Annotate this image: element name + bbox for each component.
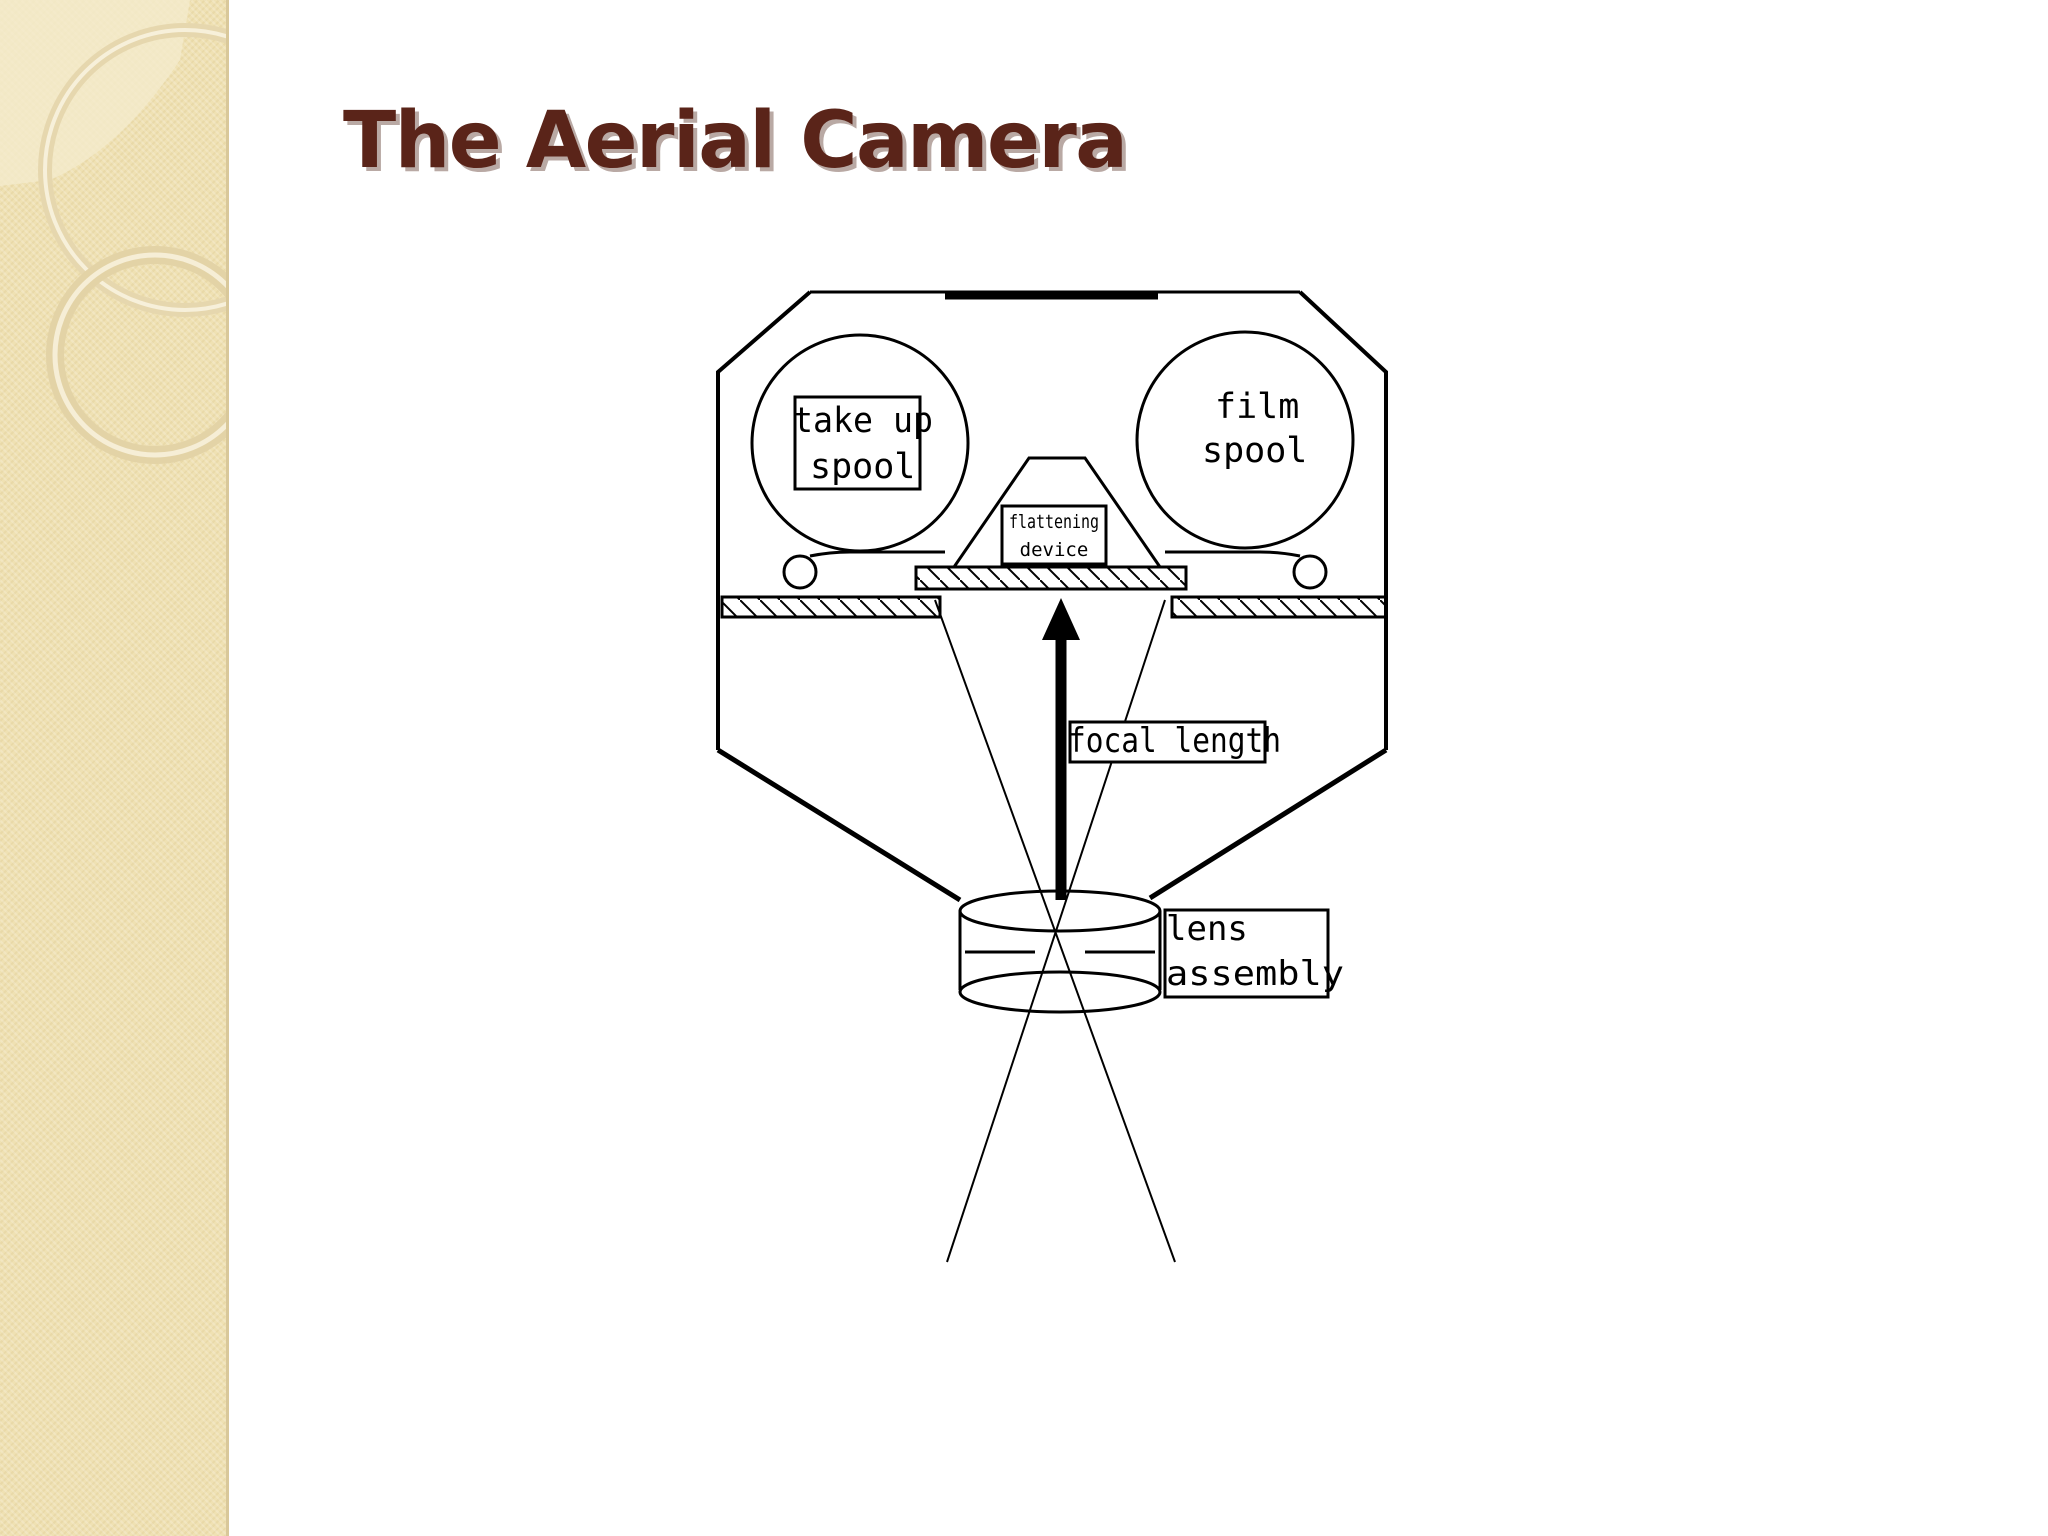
flattening-device-label-line1: flattening [1009,511,1099,533]
decorative-sidebar [0,0,229,1536]
flattening-device-label-line2: device [1020,539,1089,561]
camera-body [716,290,1388,903]
film-spool [1135,330,1355,590]
take-up-spool-label-line1: take up [793,401,933,441]
label-take-up-spool: take up spool [793,395,933,491]
label-focal-length: focal length [1068,720,1281,764]
film-spool-label-line1: film [1215,387,1299,427]
label-lens-assembly: lens assembly [1163,908,1344,999]
slide-title: The Aerial Camera [343,96,1128,186]
film-spool-label-line2: spool [1202,431,1307,471]
lens-assembly [958,889,1162,1014]
focal-plane [720,565,1388,619]
aerial-camera-diagram: flattening device take up spool film spo… [716,290,1388,1263]
flattening-device: flattening device [951,456,1163,569]
ring-ornaments [0,0,226,464]
label-film-spool: film spool [1202,387,1307,471]
focal-length-label: focal length [1068,721,1281,761]
take-up-spool-label-line2: spool [810,447,915,487]
lens-assembly-label-line2: assembly [1166,954,1344,994]
focal-length-arrow [1042,598,1080,900]
lens-assembly-label-line1: lens [1166,909,1248,949]
film-path [809,550,1301,558]
